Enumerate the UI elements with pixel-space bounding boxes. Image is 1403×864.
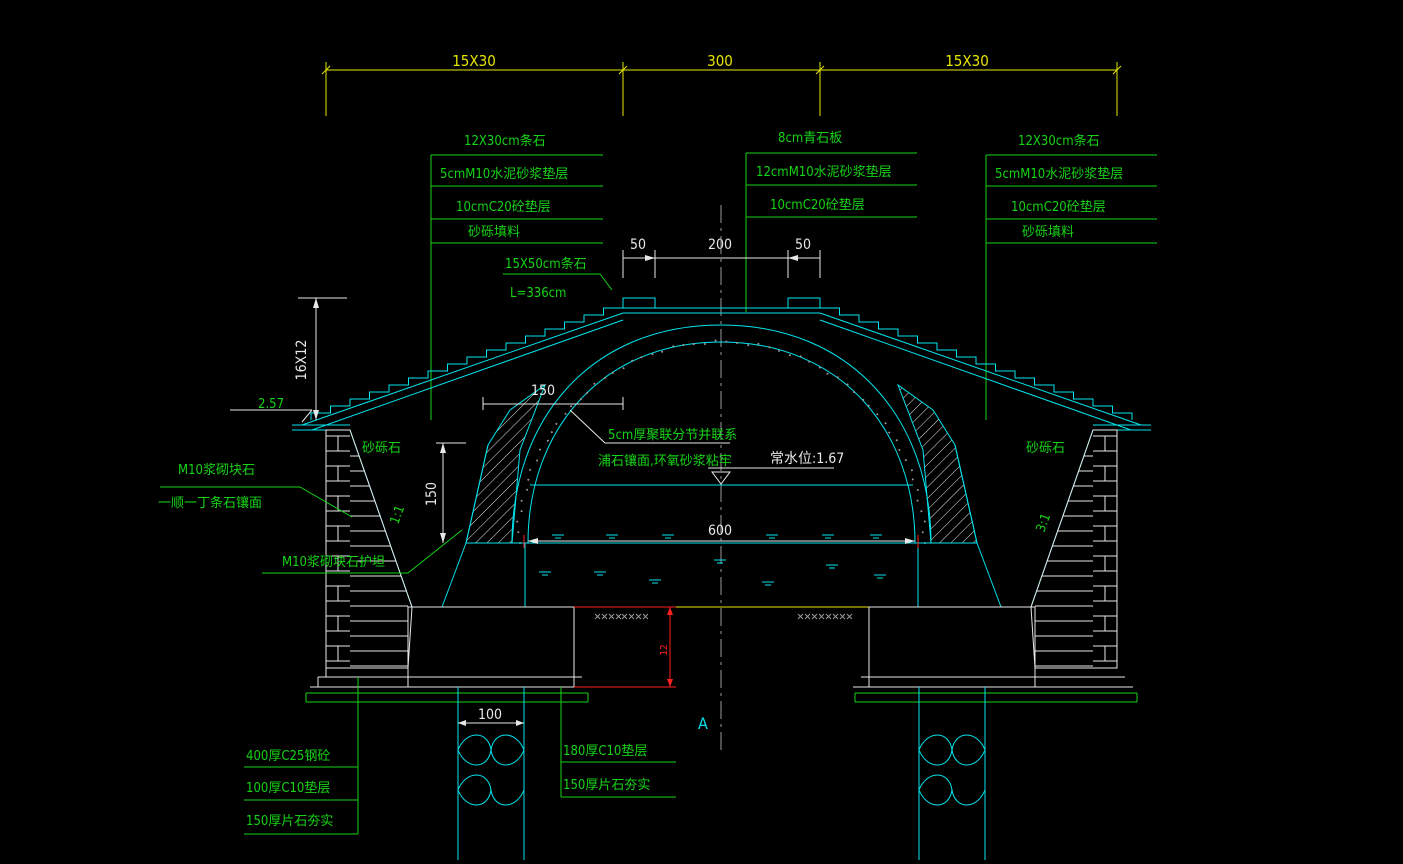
cap-stone-callout: 15X50cm条石 L=336cm [503,256,613,301]
masonry-callouts: M10浆砌块石 一顺一丁条石镶面 M10浆砌块石护坦 [158,463,463,574]
dim-right-span: 15X30 [945,52,989,70]
dim-50-right: 50 [795,237,811,253]
right-masonry-wall [1030,429,1118,669]
left-height-dimensions: 16X12 2.57 150 [230,297,466,543]
left-layer-4: 砂砾填料 [468,225,520,240]
opening-dimension: 600 [523,523,919,548]
arch-structure [349,324,1094,608]
slope-left-label: 1:1 [388,504,409,527]
deck-dimension: 50 200 50 [622,237,821,278]
gravel-labels: 砂砾石 砂砾石 1:1 3:1 [362,441,1065,534]
dim-600: 600 [708,523,732,539]
dim-left-span: 15X30 [452,52,496,70]
section-mark: A [698,714,708,733]
right-layer-1: 12X30cm条石 [1018,133,1100,149]
dim-50-left: 50 [630,237,646,253]
elevation-257: 2.57 [258,397,284,412]
footing-mid-2: 150厚片石夯实 [563,778,650,793]
mid-layer-callout: 8cm青石板 12cmM10水泥砂浆垫层 10cmC20砼垫层 [745,131,917,312]
dim-100: 100 [478,707,502,723]
left-layer-2: 5cmM10水泥砂浆垫层 [440,166,568,182]
dim-200: 200 [708,237,732,253]
mid-layer-1: 8cm青石板 [778,131,842,146]
cap-stone-label: 15X50cm条石 [505,256,587,272]
gravel-left-label: 砂砾石 [362,441,401,456]
masonry-label-2: 一顺一丁条石镶面 [158,495,262,511]
right-layer-4: 砂砾填料 [1022,225,1074,240]
left-masonry-wall [325,429,413,669]
left-layer-callout: 12X30cm条石 5cmM10水泥砂浆垫层 10cmC20砼垫层 砂砾填料 [430,133,603,420]
dim-16x12: 16X12 [294,340,310,381]
left-layer-1: 12X30cm条石 [464,133,546,149]
right-layer-callout: 12X30cm条石 5cmM10水泥砂浆垫层 10cmC20砼垫层 砂砾填料 [985,133,1157,420]
foundation: 12 [305,606,1138,703]
left-layer-3: 10cmC20砼垫层 [456,199,551,215]
arch-notes: 150 5cm厚聚联分节并联系 浦石镶面,环氧砂浆粘牢 [482,383,737,469]
mid-layer-3: 10cmC20砼垫层 [770,197,865,213]
right-layer-3: 10cmC20砼垫层 [1011,199,1106,215]
face-note: 浦石镶面,环氧砂浆粘牢 [598,453,732,469]
footing-left-3: 150厚片石夯实 [246,814,333,829]
cap-length-label: L=336cm [510,286,566,301]
water-area: 常水位:1.67 [539,451,886,586]
joint-note: 5cm厚聚联分节并联系 [608,428,737,443]
dim-middle-span: 300 [707,52,733,70]
right-layer-2: 5cmM10水泥砂浆垫层 [995,166,1123,182]
mid-layer-2: 12cmM10水泥砂浆垫层 [756,164,892,180]
slope-right-label: 3:1 [1034,512,1055,535]
gravel-right-label: 砂砾石 [1026,441,1065,456]
masonry-label-1: M10浆砌块石 [178,463,255,478]
footing-mid-1: 180厚C10垫层 [563,743,647,759]
dim-150-wall: 150 [424,482,440,506]
top-dimension: 15X30 300 15X30 [321,52,1122,116]
dim-12: 12 [659,644,670,655]
deck-structure [292,297,1151,431]
dim-150-arch: 150 [531,383,555,399]
piles: 100 A [457,687,986,860]
footing-left-1: 400厚C25钢砼 [246,749,330,764]
footing-left-2: 100厚C10垫层 [246,780,330,796]
masonry-label-3: M10浆砌块石护坦 [282,555,385,570]
footing-callouts: 400厚C25钢砼 100厚C10垫层 150厚片石夯实 180厚C10垫层 1… [244,677,676,835]
water-level-label: 常水位:1.67 [770,451,844,467]
